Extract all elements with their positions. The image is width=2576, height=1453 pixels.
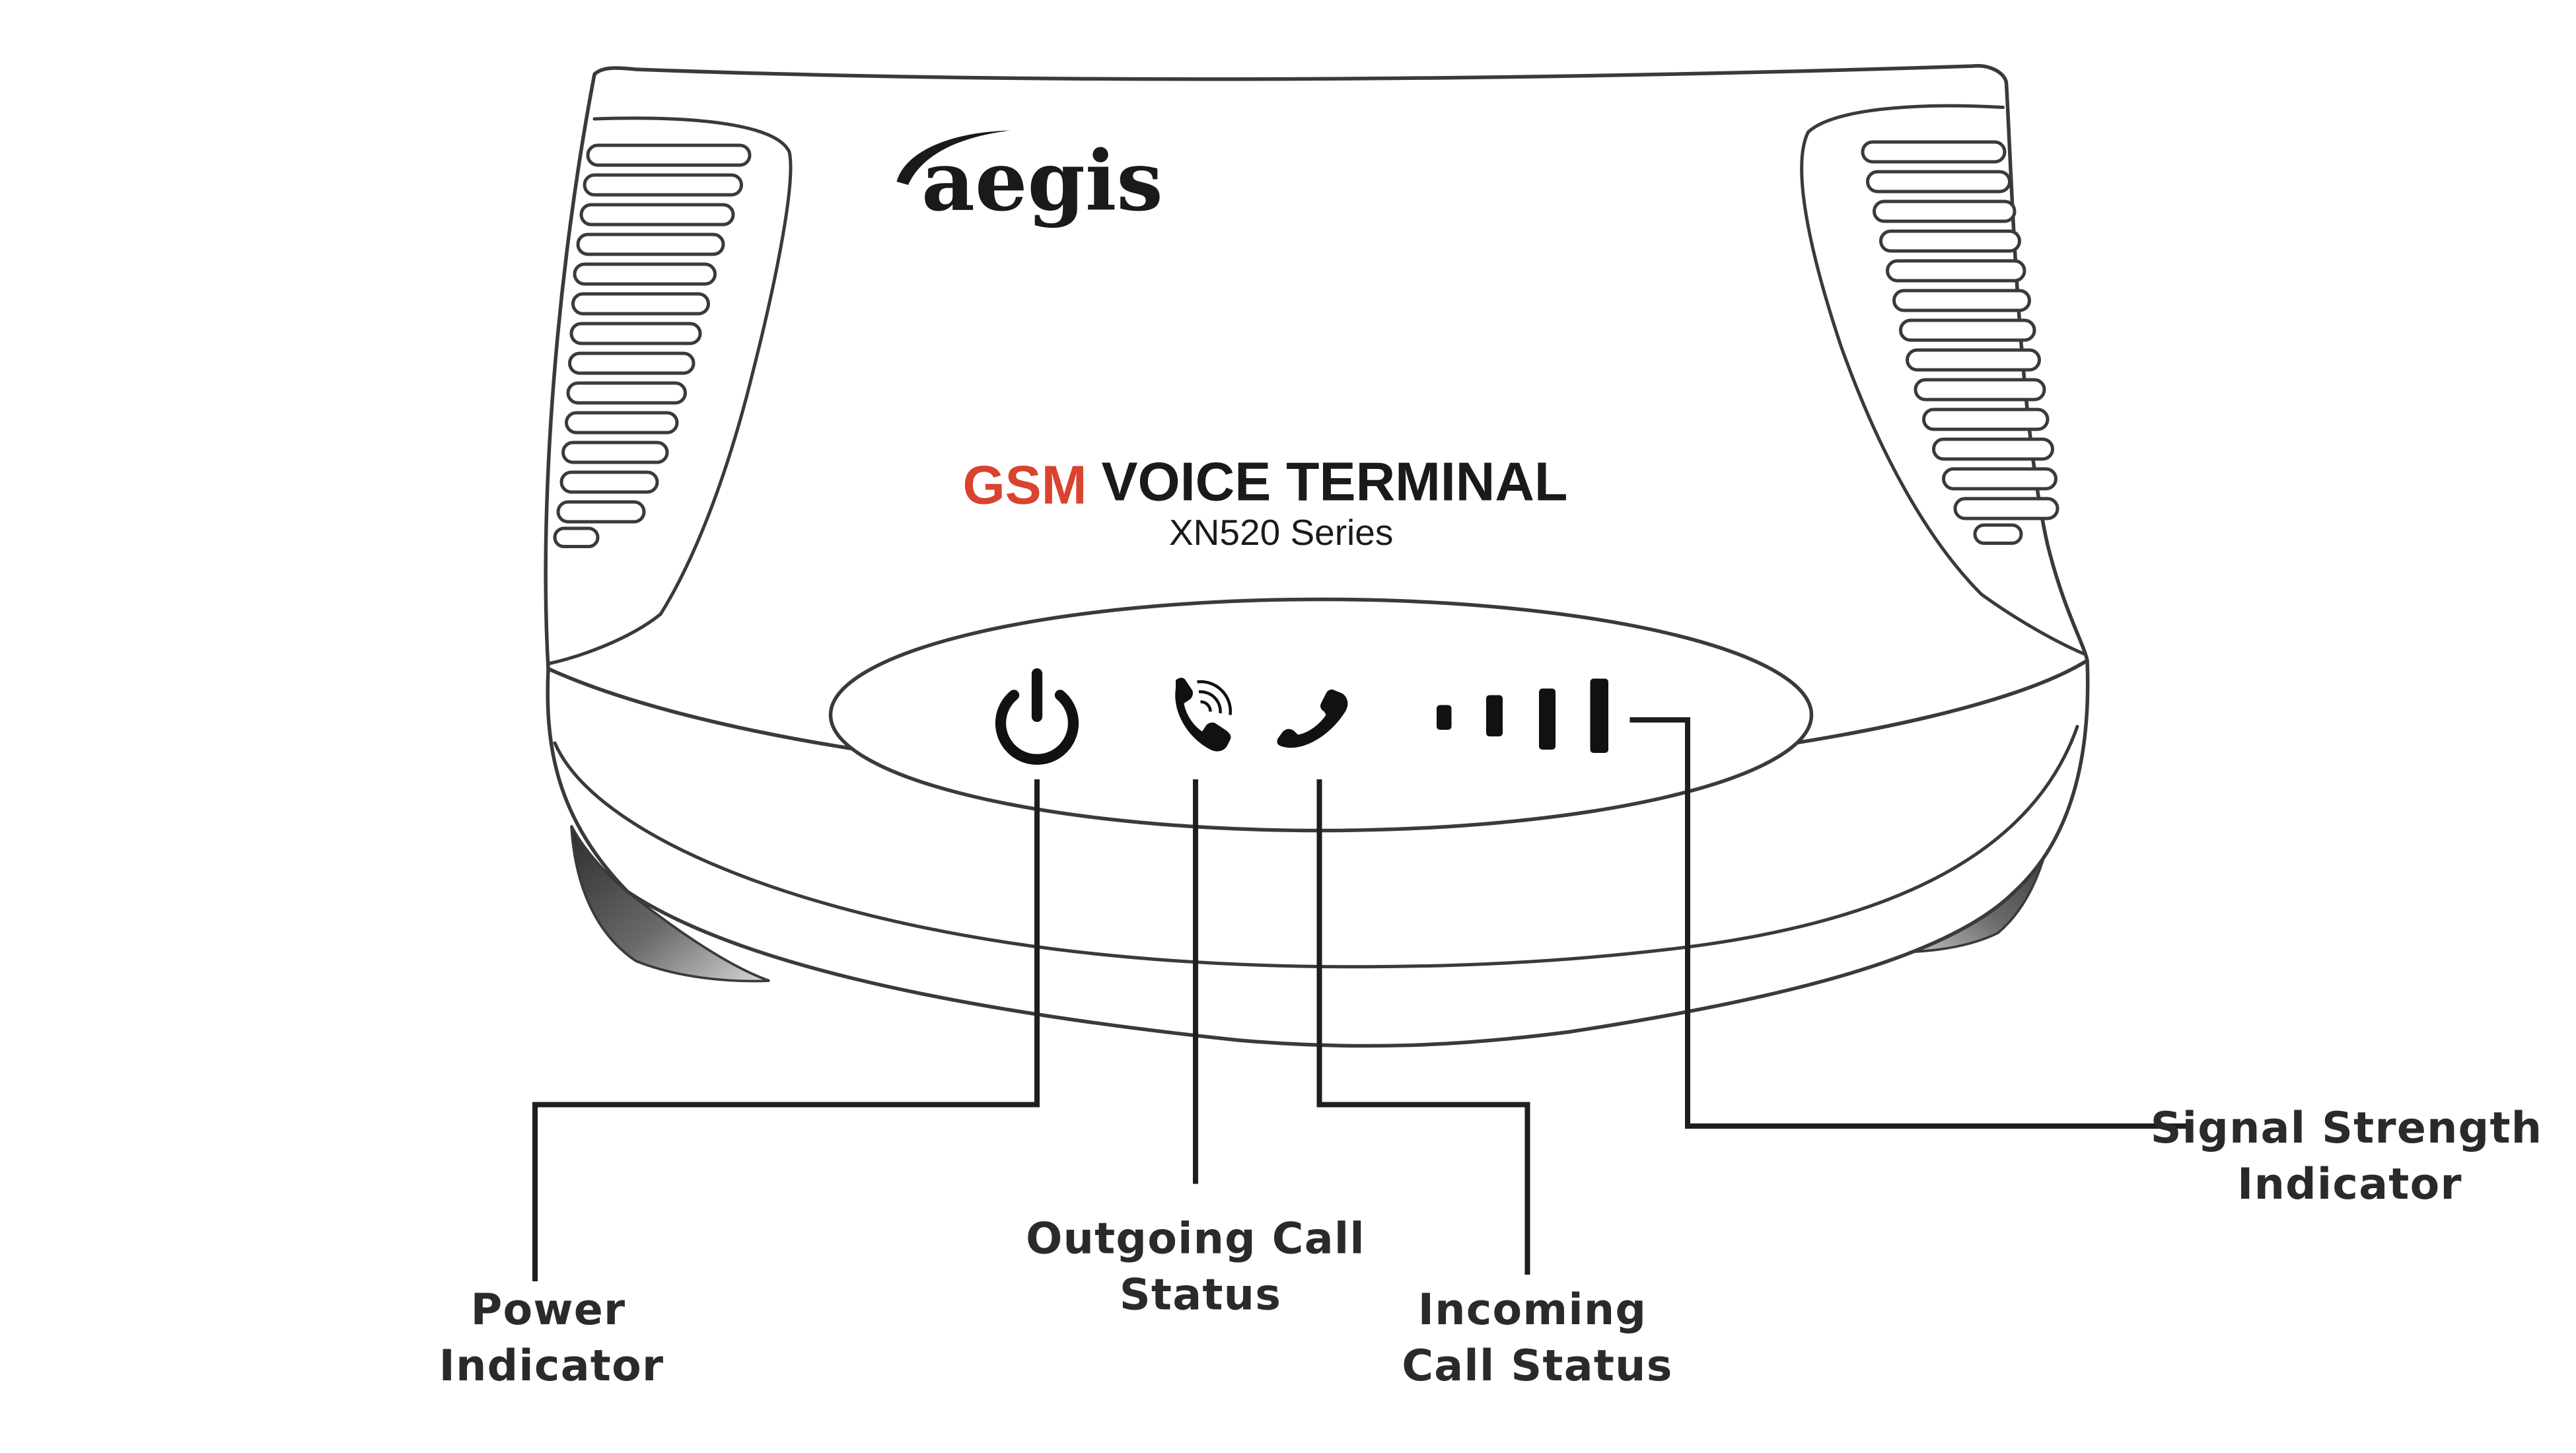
- outgoing-call-icon: [1175, 678, 1233, 752]
- logo-swoosh: [896, 130, 1011, 185]
- product-label: GSM VOICE TERMINAL XN520 Series: [963, 452, 1568, 553]
- signal-strength-icon: [1437, 678, 1608, 753]
- signal-bar-1: [1437, 705, 1452, 730]
- brand-name: aegis: [921, 133, 1163, 230]
- left-side-edge: [546, 116, 793, 666]
- incoming-call-icon: [1277, 690, 1348, 748]
- power-label-line-1: Power: [471, 1285, 626, 1335]
- outgoing-label-line-1: Outgoing Call: [1026, 1215, 1365, 1264]
- signal-bar-4: [1590, 678, 1608, 753]
- power-icon: [995, 668, 1079, 765]
- signal-label-line-1: Signal Strength: [2151, 1104, 2543, 1153]
- incoming-leader-line: [1316, 779, 1530, 1275]
- incoming-label-line-1: Incoming: [1418, 1285, 1647, 1335]
- incoming-callout: Incoming Call Status: [1402, 1285, 1672, 1391]
- outgoing-label-line-2: Status: [1120, 1271, 1281, 1320]
- right-side-edge: [1800, 104, 2086, 656]
- top-panel: [544, 63, 2089, 787]
- signal-leader-line: [1629, 717, 2190, 1129]
- signal-label-line-2: Indicator: [2237, 1160, 2462, 1209]
- power-leader-line: [532, 779, 1040, 1281]
- base-rim: [553, 725, 2079, 969]
- right-vent-slots: [1861, 140, 2059, 545]
- left-vent-slots: [553, 143, 752, 548]
- signal-bar-3: [1539, 688, 1556, 750]
- power-label-line-2: Indicator: [439, 1341, 664, 1391]
- signal-bar-2: [1486, 695, 1503, 736]
- incoming-label-line-2: Call Status: [1402, 1341, 1672, 1391]
- device-body: [544, 63, 2090, 1048]
- signal-callout: Signal Strength Indicator: [2151, 1104, 2543, 1209]
- power-callout: Power Indicator: [439, 1285, 664, 1391]
- product-series: XN520 Series: [1169, 512, 1393, 553]
- outgoing-callout: Outgoing Call Status: [1026, 1215, 1365, 1320]
- brand-logo: aegis: [896, 130, 1163, 230]
- product-name: VOICE TERMINAL: [1102, 452, 1568, 513]
- product-prefix: GSM: [963, 455, 1087, 516]
